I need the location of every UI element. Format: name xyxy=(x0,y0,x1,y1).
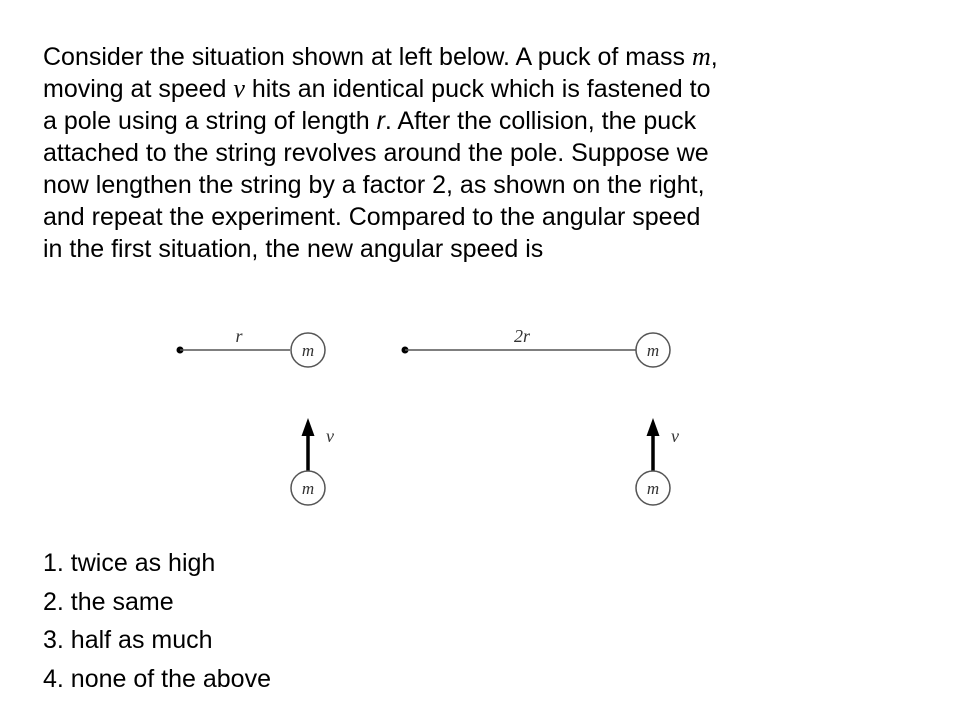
incoming-puck-mass-label-left: m xyxy=(302,479,314,498)
collision-diagram: r m v m 2r m v m xyxy=(176,326,679,506)
tethered-puck-mass-label-left: m xyxy=(302,341,314,360)
tethered-puck-right xyxy=(635,332,671,368)
question-text-segment: moving at speed xyxy=(43,75,234,103)
velocity-arrowhead-right xyxy=(646,418,660,436)
speed-variable: v xyxy=(233,74,245,103)
string-length-label-left: r xyxy=(235,326,243,346)
question-text-segment: , xyxy=(710,43,718,71)
left-scenario: r m v m xyxy=(176,326,334,506)
question-text-segment: a pole using a string of length xyxy=(43,107,377,135)
length-variable: r xyxy=(376,107,385,135)
question-line-2: moving at speed v hits an identical puck… xyxy=(43,73,943,105)
incoming-puck-right xyxy=(635,470,671,506)
incoming-puck-left xyxy=(290,470,326,506)
answer-option-3[interactable]: 3. half as much xyxy=(43,626,213,654)
answer-options: 1. twice as high 2. the same 3. half as … xyxy=(43,544,271,698)
question-text-segment: Consider the situation shown at left bel… xyxy=(43,43,692,71)
question-line-4: attached to the string revolves around t… xyxy=(43,139,709,167)
answer-option-2[interactable]: 2. the same xyxy=(43,587,174,616)
question-line-1: Consider the situation shown at left bel… xyxy=(43,41,943,73)
question-line-6: and repeat the experiment. Compared to t… xyxy=(43,203,701,231)
question-line-5: now lengthen the string by a factor 2, a… xyxy=(43,171,705,199)
tethered-puck-mass-label-right: m xyxy=(647,341,659,360)
velocity-label-left: v xyxy=(326,426,334,446)
answer-option-1[interactable]: 1. twice as high xyxy=(43,549,216,577)
question-line-7: in the first situation, the new angular … xyxy=(43,235,544,263)
velocity-label-right: v xyxy=(671,426,679,446)
mass-variable: m xyxy=(691,42,711,71)
question-line-3: a pole using a string of length r. After… xyxy=(43,105,943,137)
incoming-puck-mass-label-right: m xyxy=(647,479,659,498)
string-length-label-right: 2r xyxy=(514,326,531,346)
question-text: Consider the situation shown at left bel… xyxy=(43,41,943,265)
question-text-segment: . After the collision, the puck xyxy=(384,107,697,135)
right-scenario: 2r m v m xyxy=(401,326,679,506)
answer-option-4[interactable]: 4. none of the above xyxy=(43,664,271,693)
question-text-segment: hits an identical puck which is fastened… xyxy=(244,75,711,103)
tethered-puck-left xyxy=(290,332,326,368)
velocity-arrowhead-left xyxy=(301,418,315,436)
